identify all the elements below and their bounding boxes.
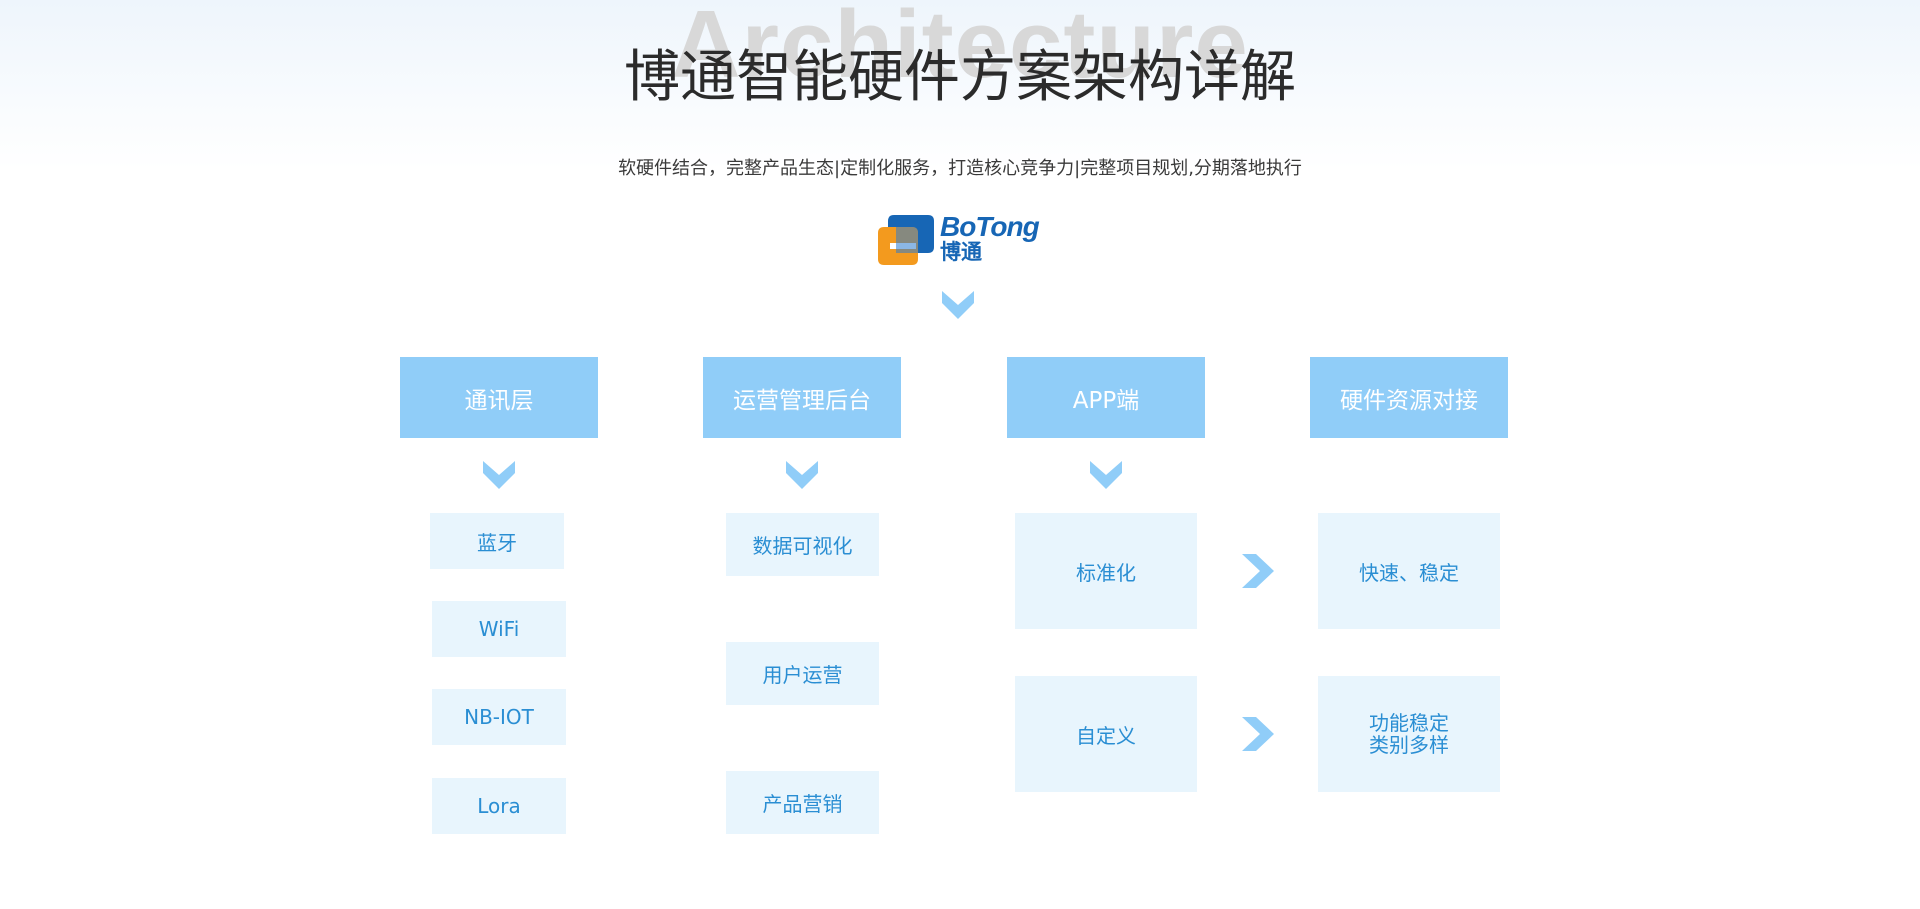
- item-nb-iot: NB-IOT: [432, 689, 566, 745]
- botong-logo: BoTong 博通: [876, 211, 1042, 267]
- logo-text-en: BoTong: [940, 211, 1040, 242]
- column-header-hardware: 硬件资源对接: [1310, 357, 1508, 438]
- item-standardized: 标准化: [1015, 513, 1197, 629]
- logo-mark-icon: [878, 215, 934, 265]
- chevron-down-icon: [483, 461, 515, 489]
- item-line-2: 类别多样: [1369, 733, 1449, 757]
- item-lora: Lora: [432, 778, 566, 834]
- item-data-visualization: 数据可视化: [726, 513, 879, 576]
- logo-text-cn: 博通: [940, 240, 982, 264]
- chevron-right-icon: [1242, 554, 1274, 588]
- item-line-1: 功能稳定: [1369, 711, 1449, 735]
- item-stable-diverse: 功能稳定 类别多样: [1318, 676, 1500, 792]
- item-fast-stable: 快速、稳定: [1318, 513, 1500, 629]
- item-user-operations: 用户运营: [726, 642, 879, 705]
- item-bluetooth: 蓝牙: [430, 513, 564, 569]
- chevron-right-icon: [1242, 717, 1274, 751]
- chevron-down-icon: [942, 291, 974, 319]
- column-header-operations: 运营管理后台: [703, 357, 901, 438]
- chevron-down-icon: [786, 461, 818, 489]
- column-header-app: APP端: [1007, 357, 1205, 438]
- page-subtitle: 软硬件结合，完整产品生态|定制化服务，打造核心竞争力|完整项目规划,分期落地执行: [618, 158, 1302, 179]
- watermark-text: Architecture: [671, 0, 1249, 98]
- item-customized: 自定义: [1015, 676, 1197, 792]
- column-header-communication: 通讯层: [400, 357, 598, 438]
- item-wifi: WiFi: [432, 601, 566, 657]
- item-product-marketing: 产品营销: [726, 771, 879, 834]
- page-title: 博通智能硬件方案架构详解: [624, 45, 1296, 110]
- chevron-down-icon: [1090, 461, 1122, 489]
